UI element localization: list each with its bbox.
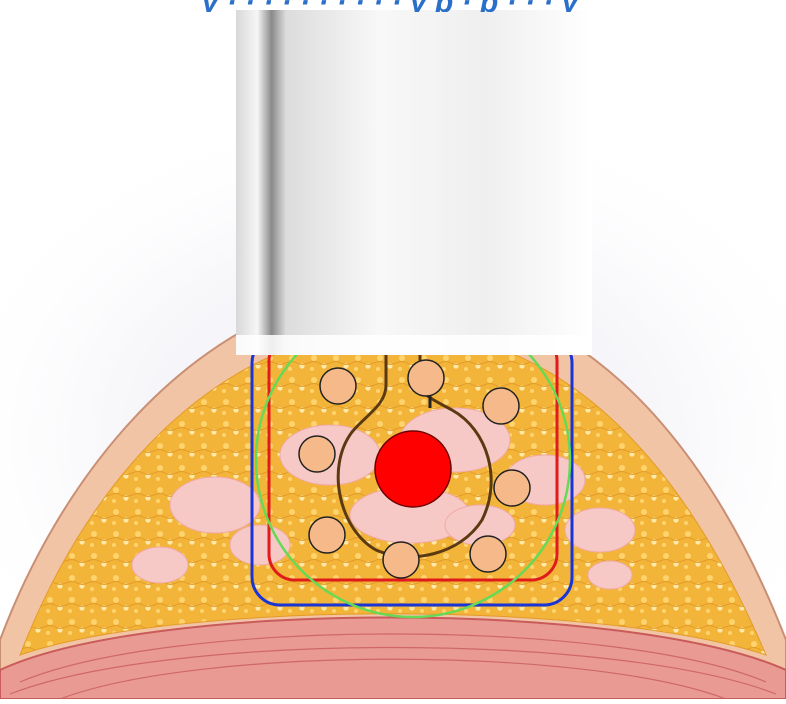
tumor-target — [375, 431, 451, 507]
lymph-node — [494, 470, 530, 506]
lymph-node — [320, 368, 356, 404]
probe-block — [236, 10, 592, 355]
lymph-node — [408, 360, 444, 396]
lymph-node — [483, 388, 519, 424]
title-fragment: y · · · · · · · · · · y p · p · · · y — [60, 0, 720, 12]
lymph-node — [299, 436, 335, 472]
lymph-node — [470, 536, 506, 572]
lymph-node — [309, 517, 345, 553]
lymph-node — [383, 542, 419, 578]
